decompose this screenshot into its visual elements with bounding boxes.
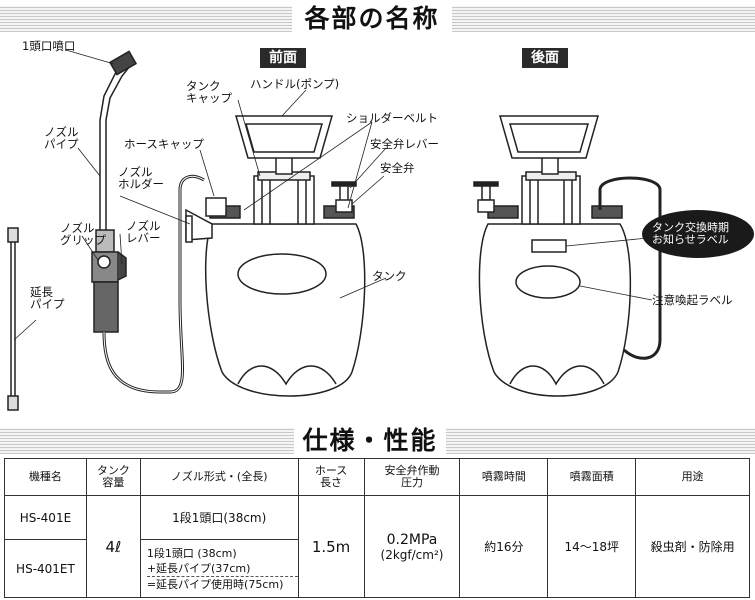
nozzle-line2: +延長パイプ(37cm) [146, 561, 251, 575]
extension-pipe-label: 延長 パイプ [30, 285, 65, 311]
header-capacity: タンク 容量 [85, 458, 141, 496]
header-spray-time: 噴霧時間 [459, 458, 549, 496]
table-header-row: 機種名 タンク 容量 ノズル形式・(全長) ホース 長さ 安全弁作動 圧力 噴霧… [4, 458, 750, 496]
label-notice-badge [642, 210, 754, 258]
header-usage: 用途 [635, 458, 750, 496]
header-band: 各部の名称 [0, 3, 755, 35]
nozzle-lever-label: ノズル レバー [126, 219, 161, 245]
shoulder-belt-label: ショルダーベルト [346, 111, 438, 125]
front-tank-illustration [185, 115, 366, 397]
handle-label: ハンドル(ポンプ) [250, 77, 340, 91]
usage-cell: 殺虫剤・防除用 [635, 495, 750, 598]
nozzle-cell: 1段1頭口 (38cm) +延長パイプ(37cm) =延長パイプ使用時(75cm… [139, 539, 299, 598]
nozzle-holder-label: ノズル ホルダー [118, 165, 164, 191]
extension-pipe-illustration [7, 227, 19, 411]
safety-lever-label: 安全弁レバー [370, 137, 439, 151]
tank-cap-label: タンク キャップ [186, 79, 232, 105]
back-tank-illustration [473, 115, 662, 397]
header-spray-area: 噴霧面積 [547, 458, 637, 496]
table-row: HS-401E 4ℓ 1段1頭口(38cm) 1.5m 0.2MPa (2kgf… [4, 495, 750, 598]
nozzle-line3: =延長パイプ使用時(75cm) [146, 575, 298, 592]
caution-label: 注意喚起ラベル [652, 293, 733, 307]
pressure-value: 0.2MPa [386, 531, 438, 548]
pressure-sub: (2kgf/cm²) [380, 547, 444, 562]
hose-cap-label: ホースキャップ [124, 137, 204, 151]
hose-length-cell: 1.5m [297, 495, 365, 598]
spec-table: 機種名 タンク 容量 ノズル形式・(全長) ホース 長さ 安全弁作動 圧力 噴霧… [4, 458, 750, 598]
table-row: HS-401ET 1段1頭口 (38cm) +延長パイプ(37cm) =延長パイ… [4, 539, 750, 598]
spray-area-cell: 14〜18坪 [547, 495, 637, 598]
header-pressure: 安全弁作動 圧力 [363, 458, 461, 496]
safety-valve-label: 安全弁 [380, 161, 415, 175]
spec-band: 仕様・性能 [0, 425, 755, 457]
page-title: 各部の名称 [292, 3, 452, 35]
header-hose: ホース 長さ [297, 458, 365, 496]
pressure-cell: 0.2MPa (2kgf/cm²) [363, 495, 461, 598]
nozzle-pipe-illustration [99, 50, 138, 230]
header-model: 機種名 [4, 458, 87, 496]
sprayer-diagram [7, 49, 754, 411]
tank-notice-label: タンク交換時期 お知らせラベル [652, 221, 729, 246]
nozzle-pipe-label: ノズル パイプ [44, 125, 79, 151]
model-cell: HS-401ET [4, 539, 87, 598]
back-view-tag: 後面 [522, 48, 568, 68]
model-cell: HS-401E [4, 495, 87, 540]
tank-label: タンク [372, 269, 407, 283]
nozzle-head-label: 1頭口噴口 [22, 39, 76, 53]
nozzle-cell: 1段1頭口(38cm) [139, 495, 299, 540]
nozzle-line1: 1段1頭口 (38cm) [146, 546, 237, 560]
spec-title: 仕様・性能 [294, 425, 446, 457]
header-nozzle: ノズル形式・(全長) [139, 458, 299, 496]
capacity-cell: 4ℓ [85, 495, 141, 598]
spray-time-cell: 約16分 [459, 495, 549, 598]
front-view-tag: 前面 [260, 48, 306, 68]
nozzle-grip-label: ノズル グリップ [60, 221, 106, 247]
